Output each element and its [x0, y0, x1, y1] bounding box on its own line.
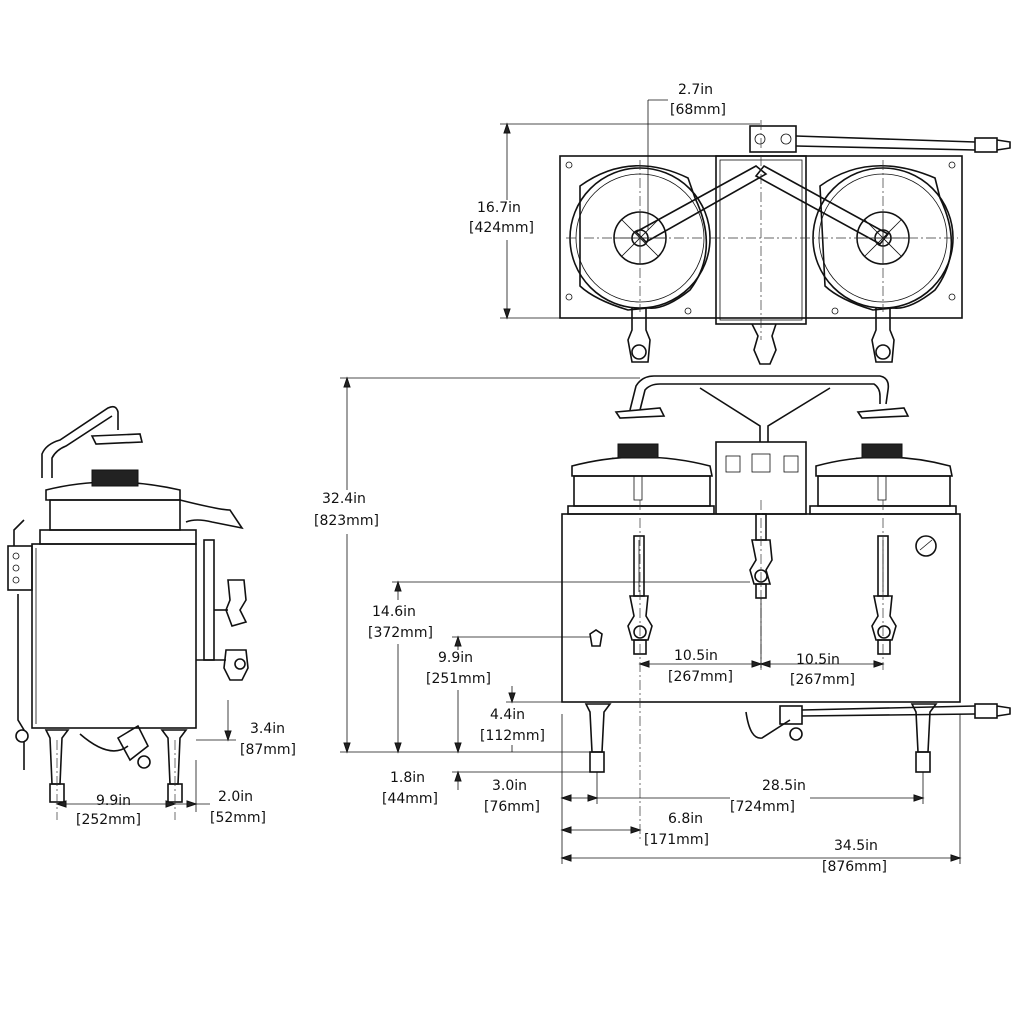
dim-side-leg-spacing-mm: [252mm] [76, 812, 141, 828]
front-spray-pipe [629, 375, 890, 411]
dim-drain-offset-mm: [171mm] [644, 832, 709, 848]
side-valve-upper [225, 579, 248, 627]
side-bracket [7, 545, 33, 591]
top-dimensions: 16.7in [424mm] 2.7in [68mm] [469, 82, 760, 320]
dim-overall-height-mm: [823mm] [314, 513, 379, 529]
front-right-faucet [871, 535, 897, 655]
dim-leg-clearance-mm: [112mm] [480, 728, 545, 744]
dim-leg-spacing-in: 28.5in [762, 778, 806, 794]
front-view [561, 375, 1011, 840]
side-legs [44, 729, 188, 803]
front-dimensions: 32.4in [823mm] 14.6in [372mm] 9.9in [251… [314, 376, 962, 875]
dim-overall-width-mm: [876mm] [822, 859, 887, 875]
dim-overall-width-in: 34.5in [834, 838, 878, 854]
spray-arm-left [634, 165, 768, 243]
top-view [559, 120, 1011, 365]
front-water-line [745, 711, 791, 739]
dim-faucet-height-mm: [372mm] [368, 625, 433, 641]
dim-leg-spacing-mm: [724mm] [730, 799, 795, 815]
dim-drain-height-in: 9.9in [438, 650, 473, 666]
dim-faucet-spacing-left-mm: [267mm] [668, 669, 733, 685]
dim-leg-adjust-in: 1.8in [390, 770, 425, 786]
dim-leg-clearance-in: 4.4in [490, 707, 525, 723]
side-water-line [79, 733, 129, 752]
front-thermometer [915, 535, 937, 557]
side-valve-lower [223, 649, 249, 681]
dim-side-base-height-mm: [87mm] [240, 742, 296, 758]
side-gauge-tube [203, 539, 215, 661]
dim-side-leg-offset-in: 2.0in [218, 789, 253, 805]
top-power-cord [795, 135, 976, 143]
side-dimensions: 3.4in [87mm] 9.9in [252mm] 2.0in [52mm] [55, 700, 296, 828]
front-legs [584, 703, 938, 773]
dim-faucet-spacing-right-mm: [267mm] [790, 672, 855, 688]
front-left-urn [567, 443, 715, 515]
dim-side-base-height-in: 3.4in [250, 721, 285, 737]
dim-drain-height-mm: [251mm] [426, 671, 491, 687]
front-drain-knob [589, 629, 603, 647]
side-spray-pipe [41, 405, 119, 478]
dim-faucet-height-in: 14.6in [372, 604, 416, 620]
dim-drain-offset-in: 6.8in [668, 811, 703, 827]
dim-faucet-spacing-right-in: 10.5in [796, 652, 840, 668]
dim-leg-adjust-mm: [44mm] [382, 791, 438, 807]
side-spout [179, 499, 244, 530]
side-body [31, 543, 197, 729]
dim-side-leg-offset-mm: [52mm] [210, 810, 266, 826]
side-view [7, 405, 249, 820]
dim-overall-height-in: 32.4in [322, 491, 366, 507]
dim-top-offset-in: 2.7in [678, 82, 713, 98]
dim-leg-inset-in: 3.0in [492, 778, 527, 794]
dim-faucet-spacing-left-in: 10.5in [674, 648, 718, 664]
top-bracket [749, 125, 797, 153]
dim-top-depth-mm: [424mm] [469, 220, 534, 236]
dim-top-offset-mm: [68mm] [670, 102, 726, 118]
dim-top-depth-in: 16.7in [477, 200, 521, 216]
dim-side-leg-spacing-in: 9.9in [96, 793, 131, 809]
dim-leg-inset-mm: [76mm] [484, 799, 540, 815]
spray-arm-right [754, 164, 890, 246]
